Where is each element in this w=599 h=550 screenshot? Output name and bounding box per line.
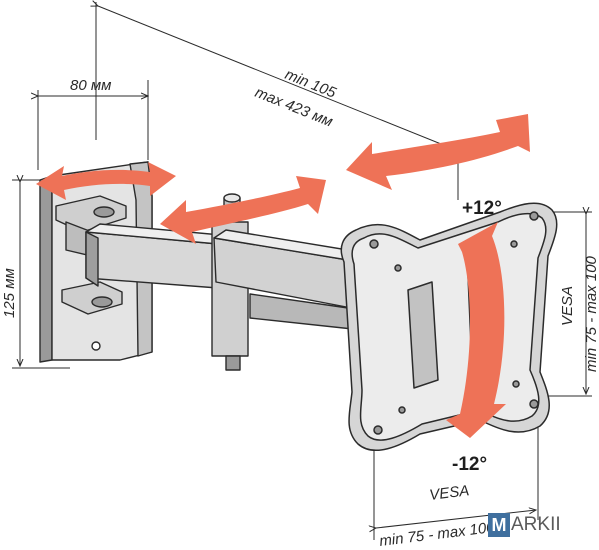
tilt-up-label: +12° [462,198,502,219]
brand-logo-initial: M [488,513,510,537]
vesa-bottom-title: VESA [428,482,470,504]
vesa-right-title: VESA [559,286,576,326]
vesa-plate [340,202,558,452]
width-label: 80 мм [70,77,111,94]
vesa-right-range: min 75 - max 100 [583,255,599,372]
tilt-labels: +12° -12° [452,198,502,475]
swivel-arrow-icon [160,176,326,244]
swivel-arrow-icon [36,162,176,200]
swivel-arrow-icon [346,114,530,190]
vesa-bottom-range: min 75 - max 100 [378,519,496,550]
height-label: 125 мм [1,268,18,318]
articulating-arm [85,193,373,371]
tilt-down-label: -12° [452,454,487,475]
brand-logo: M ARKII [488,512,561,538]
tilt-arrow-icon [446,222,506,438]
brand-logo-text: ARKII [511,514,561,535]
